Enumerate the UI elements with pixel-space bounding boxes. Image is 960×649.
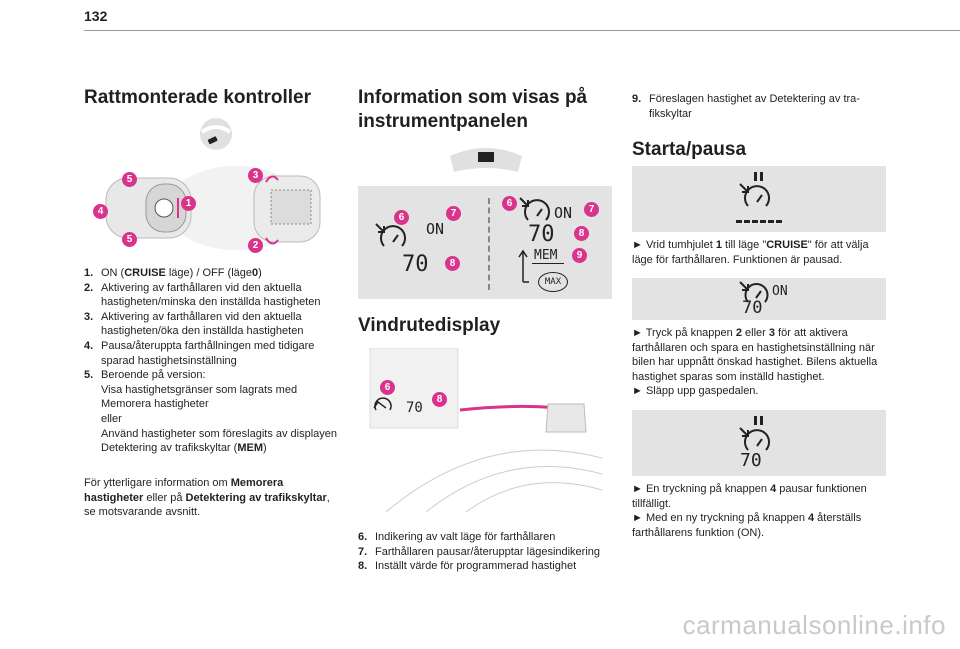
- callout-badge: 4: [93, 204, 108, 219]
- display-paused-speed: 70: [632, 410, 886, 476]
- list-item: 1.ON (CRUISE läge) / OFF (läge0): [84, 267, 262, 279]
- list-item: 2.Aktivering av farthållaren vid den akt…: [84, 281, 321, 309]
- step-3: ► En tryckning på knappen 4 pausar funkt…: [632, 483, 867, 539]
- status-on: ON: [554, 204, 573, 222]
- no-speed-dashes: [736, 220, 782, 223]
- callout-badge: 8: [432, 392, 447, 407]
- set-speed: 70: [742, 298, 763, 318]
- controls-list: 1.ON (CRUISE läge) / OFF (läge0) 2.Aktiv…: [84, 266, 340, 456]
- callout-badge: 5: [122, 172, 137, 187]
- steering-controls-illustration: [105, 166, 321, 250]
- list-item: 4.Pausa/återuppta farthållningen med tid…: [84, 339, 315, 367]
- heading-start-pause: Starta/pausa: [632, 139, 747, 160]
- pause-bar: [754, 172, 757, 181]
- callout-badge: 6: [502, 196, 517, 211]
- instrument-panel-display: ON 70 ON 70 MEM MAX 6 7 8 6 7 8 9: [358, 186, 612, 299]
- step-1: ► Vrid tumhjulet 1 till läge "CRUISE" fö…: [632, 239, 869, 266]
- pause-bar: [754, 416, 757, 425]
- list-item: 7.Farthållaren pausar/återupptar lägesin…: [358, 545, 601, 558]
- cruise-speedometer-icon: [375, 223, 406, 247]
- list-item: 3.Aktivering av farthållaren vid den akt…: [84, 310, 304, 338]
- list-item: 9.Föreslagen hastighet av Detektering av…: [632, 93, 860, 120]
- callout-badge: 7: [446, 206, 461, 221]
- header-rule: [84, 30, 960, 31]
- heading-instrument-panel: Information som visas på instrumentpanel…: [358, 87, 588, 132]
- steering-wheel-icon: [200, 118, 232, 150]
- heading-steering-controls: Rattmonterade kontroller: [84, 87, 311, 108]
- callout-badge: 8: [445, 256, 460, 271]
- list-item: 6.Indikering av valt läge för farthållar…: [358, 531, 556, 543]
- set-speed: 70: [402, 252, 429, 277]
- arrow-up-icon: [518, 249, 529, 283]
- list-item: 8.Inställt värde för programmerad hastig…: [358, 560, 577, 573]
- page-number: 132: [84, 8, 108, 24]
- display-paused: [632, 166, 886, 232]
- heading-hud: Vindrutedisplay: [358, 315, 501, 336]
- divider: [488, 198, 490, 290]
- callout-badge: 2: [248, 238, 263, 253]
- instrument-panel-icon: [450, 148, 522, 172]
- callout-badge: 6: [394, 210, 409, 225]
- max-indicator: MAX: [538, 272, 568, 292]
- pause-bar: [760, 416, 763, 425]
- display-list: 6.Indikering av valt läge för farthållar…: [358, 530, 610, 574]
- set-speed: 70: [740, 450, 762, 471]
- item-9: 9.Föreslagen hastighet av Detektering av…: [632, 92, 888, 121]
- callout-badge: 7: [584, 202, 599, 217]
- step-2: ► Tryck på knappen 2 eller 3 för att akt…: [632, 327, 878, 398]
- windscreen-display-illustration: [369, 348, 602, 512]
- callout-badge: 6: [380, 380, 395, 395]
- callout-badge: 5: [122, 232, 137, 247]
- hud-speed: 70: [406, 400, 423, 416]
- list-item: 5.Beroende på version:Visa hastighetsgrä…: [84, 369, 338, 455]
- mem-indicator: MEM: [534, 248, 558, 263]
- cruise-speedometer-icon: [739, 183, 770, 207]
- mem-underline: [532, 263, 564, 264]
- watermark: carmanualsonline.info: [682, 610, 946, 640]
- cruise-speedometer-icon: [739, 427, 770, 451]
- callout-badge: 3: [248, 168, 263, 183]
- pause-bar: [760, 172, 763, 181]
- callout-badge: 8: [574, 226, 589, 241]
- set-speed: 70: [528, 222, 555, 247]
- status-on: ON: [426, 220, 445, 238]
- reference-paragraph: För ytterligare information om Memorera …: [84, 477, 330, 519]
- display-active: ON 70: [632, 278, 886, 320]
- cruise-speedometer-icon: [519, 197, 550, 221]
- status-on: ON: [772, 284, 788, 299]
- callout-badge: 1: [181, 196, 196, 211]
- callout-badge: 9: [572, 248, 587, 263]
- cruise-speedometer-icon: [739, 281, 769, 303]
